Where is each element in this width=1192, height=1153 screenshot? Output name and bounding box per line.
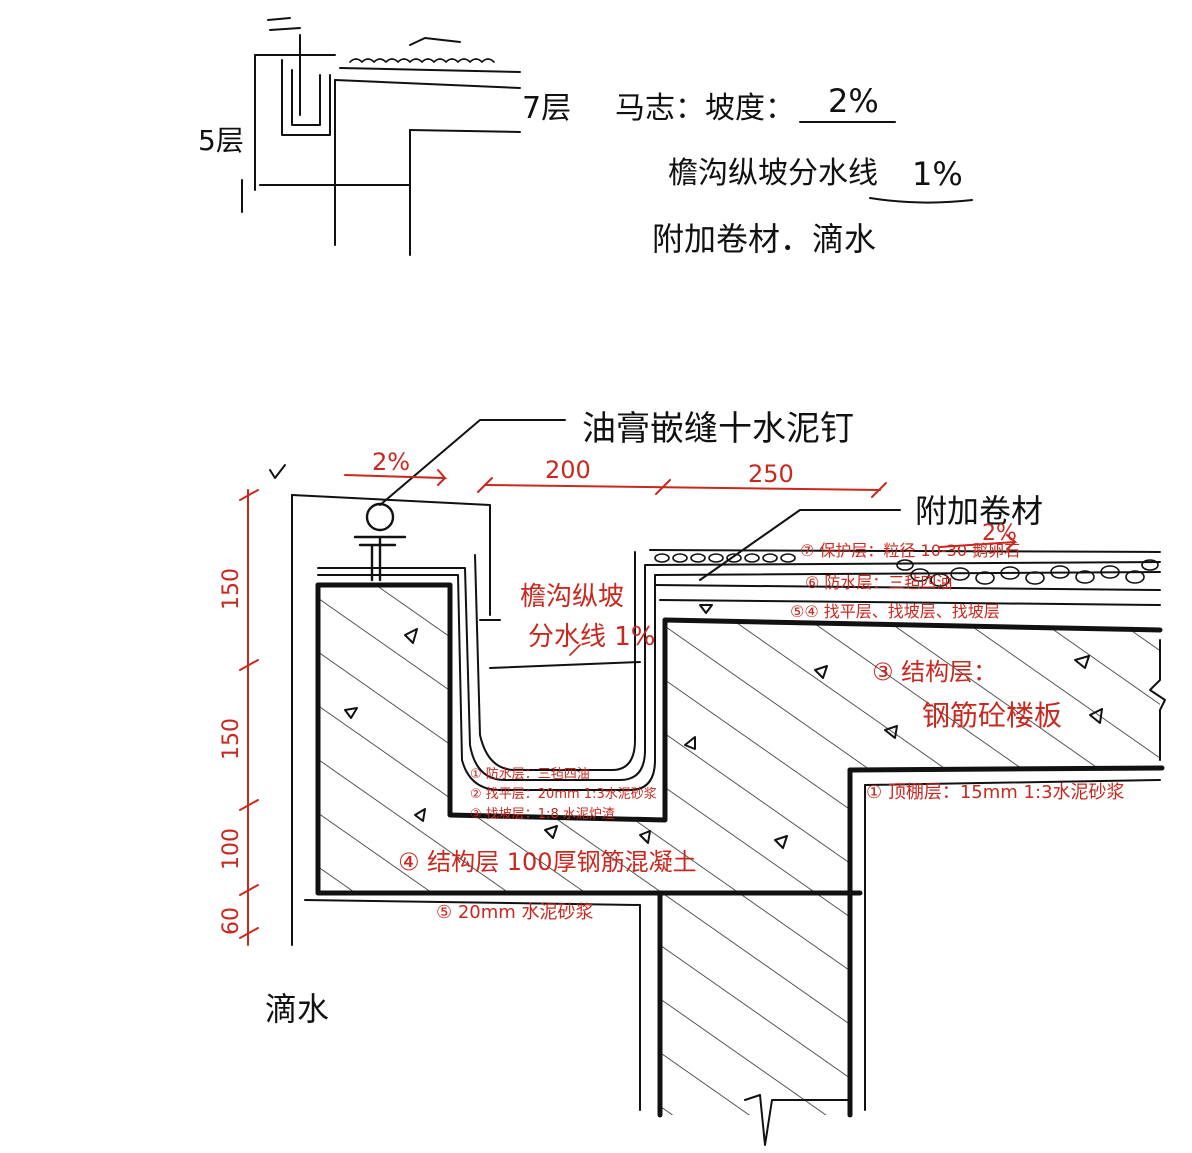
vdim-150-a: 150 (219, 568, 244, 610)
plaster-bottom: ⑤ 20mm 水泥砂浆 (436, 902, 594, 923)
roof-slope: 2% (982, 521, 1017, 546)
vdim-100: 100 (219, 828, 244, 870)
section-detail: 油膏嵌缝十水泥钉 附加卷材 2% 200 250 150 150 100 60 … (219, 409, 1166, 1146)
gutter-layer-1: ① 防水层：三毡四油 (470, 766, 590, 782)
note-slope-prefix: 马志：坡度： (615, 91, 795, 126)
top-sketch: 5层 7层 马志：坡度： 2% 檐沟纵坡分水线 1% 附加卷材．滴水 (198, 17, 973, 258)
dim-200: 200 (545, 456, 591, 484)
sealant-circle (365, 502, 395, 532)
dimension-lines (239, 469, 1018, 946)
layer-waterproof: ⑥ 防水层：三毡四油 (805, 573, 952, 592)
vdim-60: 60 (219, 907, 244, 935)
aggregate-marks (344, 604, 1103, 849)
callout-sealant-nail: 油膏嵌缝十水泥钉 (582, 409, 854, 449)
gutter-struct: ④ 结构层 100厚钢筋混凝土 (398, 848, 697, 876)
label-floor-7: 7层 (522, 91, 571, 126)
drip-label: 滴水 (265, 990, 329, 1028)
layer-struct-roof-2: 钢筋砼楼板 (922, 699, 1062, 732)
gutter-note-1: 檐沟纵坡 (520, 582, 624, 612)
note-extra: 附加卷材．滴水 (652, 220, 876, 258)
gutter-layer-2: ② 找平层：20mm 1:3水泥砂浆 (470, 787, 657, 802)
layer-struct-roof: ③ 结构层： (872, 658, 997, 686)
concrete-hatch (318, 585, 1160, 1115)
label-floor-5: 5层 (198, 124, 244, 157)
layer-screed: ⑤④ 找平层、找坡层、找坡层 (790, 602, 1000, 621)
layer-protect: ⑦ 保护层：粒径 10-30 鹅卵石 (800, 541, 1020, 560)
note-gutter-value: 1% (912, 155, 963, 193)
gravel (654, 553, 1159, 587)
dim-slope: 2% (372, 448, 410, 476)
gutter-note-2: 分水线 1% (528, 622, 656, 652)
vdim-150-b: 150 (219, 718, 244, 760)
callout-extra-membrane: 附加卷材 (915, 492, 1043, 530)
ceiling-layer: ① 顶棚层：15mm 1:3水泥砂浆 (866, 782, 1125, 803)
note-gutter-prefix: 檐沟纵坡分水线 (668, 156, 878, 191)
dim-250: 250 (748, 460, 794, 488)
note-slope-value: 2% (828, 82, 879, 120)
gutter-layer-3: ③ 找坡层：1:8 水泥炉渣 (470, 807, 615, 822)
